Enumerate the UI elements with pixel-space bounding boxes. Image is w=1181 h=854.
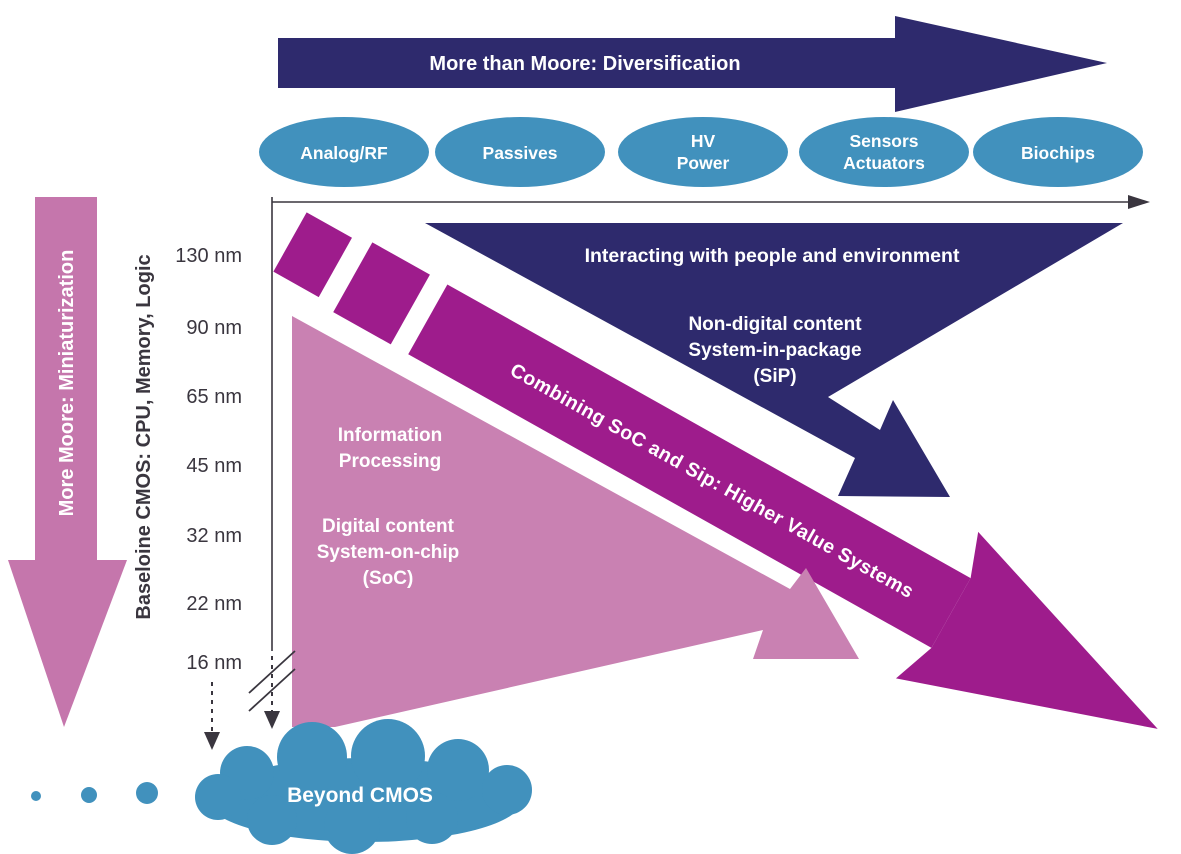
combining-arrow-shaft: [408, 284, 971, 648]
diversification-arrow: [278, 16, 1107, 112]
axis-break-mark-1: [248, 650, 296, 694]
more-moore-label: More Moore: Miniaturization: [56, 250, 78, 517]
ellipse-sensors-actuators-label-1: Sensors: [849, 131, 918, 151]
dashed-arrowhead-right-icon: [264, 711, 280, 729]
y-axis-ticks: 130 nm 90 nm 65 nm 45 nm 32 nm 22 nm 16 …: [175, 245, 242, 674]
ellipse-passives: [435, 117, 605, 187]
soc-bottom-line-2: System-on-chip: [317, 542, 460, 563]
dashed-arrow-left: [204, 682, 220, 750]
sip-line-3: (SiP): [753, 366, 796, 387]
ellipse-sensors-actuators-label-2: Actuators: [843, 153, 925, 173]
sip-arrow: Interacting with people and environment …: [425, 223, 1123, 497]
tick-130nm: 130 nm: [175, 245, 242, 267]
x-axis-arrowhead-icon: [1128, 195, 1150, 209]
combining-arrowhead-icon: [895, 531, 1158, 729]
ellipse-hv-power-label-2: Power: [677, 153, 730, 173]
ellipse-analog-rf: [259, 117, 429, 187]
ellipse-analog-rf-label: Analog/RF: [300, 143, 388, 163]
ellipse-row: Analog/RF Passives HV Power Sensors Actu…: [259, 117, 1143, 187]
sip-header: Interacting with people and environment: [585, 245, 960, 267]
sip-line-2: System-in-package: [688, 340, 861, 361]
dot-large: [136, 782, 158, 804]
tick-32nm: 32 nm: [186, 525, 242, 547]
dot-small: [31, 791, 41, 801]
soc-bottom-line-3: (SoC): [363, 568, 414, 589]
axis-break-mark-2: [248, 668, 296, 712]
soc-arrow: Information Processing Digital content S…: [292, 316, 859, 727]
soc-bottom-line-1: Digital content: [322, 516, 455, 537]
beyond-cmos-label: Beyond CMOS: [287, 784, 433, 807]
ellipse-biochips-label: Biochips: [1021, 143, 1095, 163]
ellipse-sensors-actuators: [799, 117, 969, 187]
combining-arrow-dash-2: [333, 242, 430, 345]
sip-line-1: Non-digital content: [688, 314, 862, 335]
y-axis-title: Baseloine CMOS: CPU, Memory, Logic: [133, 254, 155, 619]
more-moore-arrow: More Moore: Miniaturization: [8, 197, 127, 727]
dashed-arrow-right: [264, 656, 280, 729]
tick-65nm: 65 nm: [186, 386, 242, 408]
dot-medium: [81, 787, 97, 803]
combining-arrow-dash-1: [273, 212, 352, 298]
ellipse-passives-label: Passives: [483, 143, 558, 163]
diversification-label: More than Moore: Diversification: [429, 53, 740, 75]
tick-90nm: 90 nm: [186, 317, 242, 339]
tick-45nm: 45 nm: [186, 455, 242, 477]
tick-22nm: 22 nm: [186, 593, 242, 615]
beyond-cmos-cloud: Beyond CMOS: [195, 719, 532, 854]
ellipse-hv-power-label-1: HV: [691, 131, 716, 151]
soc-top-line-1: Information: [338, 425, 443, 446]
ellipse-hv-power: [618, 117, 788, 187]
ellipse-biochips: [973, 117, 1143, 187]
soc-top-line-2: Processing: [339, 451, 441, 472]
dashed-arrowhead-left-icon: [204, 732, 220, 750]
tick-16nm: 16 nm: [186, 652, 242, 674]
